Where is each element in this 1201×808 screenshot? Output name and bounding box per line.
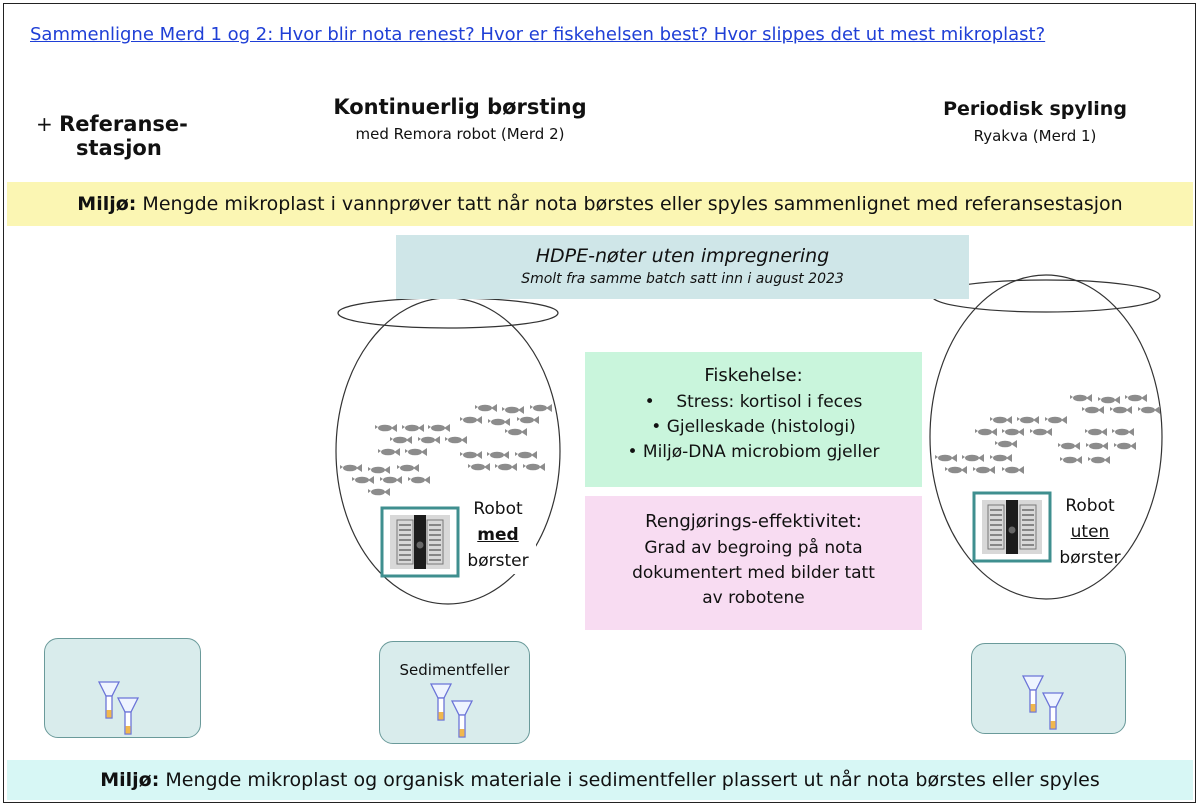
robot-label-merd2: Robot med børster	[460, 496, 536, 574]
reference-line1: Referanse-	[59, 112, 188, 136]
robot-label-merd1: Robot uten børster	[1052, 493, 1128, 571]
environment-label-top: Miljø:	[77, 193, 137, 215]
robot-label-line: Robot	[1065, 496, 1115, 516]
cage-merd1	[929, 274, 1163, 600]
merd2-heading: Kontinuerlig børsting med Remora robot (…	[300, 95, 620, 143]
sediment-tubes-reference-icon	[98, 681, 139, 735]
cleaning-line: Grad av begroing på nota	[644, 538, 863, 558]
merd1-subtitle: Ryakva (Merd 1)	[973, 127, 1097, 145]
hdpe-subtitle: Smolt fra samme batch satt inn i august …	[521, 271, 844, 287]
robot-label-line: børster	[1059, 548, 1121, 568]
fish-health-item: • Miljø-DNA microbiom gjeller	[627, 442, 880, 462]
fish-health-item-text: Miljø-DNA microbiom gjeller	[642, 442, 880, 462]
environment-text-bottom: Mengde mikroplast og organisk materiale …	[159, 769, 1100, 791]
robot-without-brushes-icon	[972, 491, 1052, 563]
robot-with-brushes-icon	[380, 506, 460, 578]
robot-label-emphasis: uten	[1070, 522, 1110, 542]
cleaning-efficiency-box: Rengjørings-effektivitet: Grad av begroi…	[585, 496, 922, 630]
fish-health-item: • Gjelleskade (histologi)	[651, 417, 856, 437]
sediment-tubes-merd2-icon	[430, 683, 473, 738]
environment-sediment-band: Miljø: Mengde mikroplast og organisk mat…	[7, 760, 1193, 800]
fish-health-title: Fiskehelse:	[704, 365, 803, 386]
cleaning-title: Rengjørings-effektivitet:	[645, 511, 862, 532]
fish-health-item: • Stress: kortisol i feces	[644, 392, 863, 412]
hdpe-title: HDPE-nøter uten impregnering	[535, 245, 830, 267]
slide-frame	[3, 3, 1196, 803]
hdpe-info-box: HDPE-nøter uten impregnering Smolt fra s…	[396, 235, 969, 299]
sediment-trap-merd1	[971, 643, 1126, 734]
cleaning-line: av robotene	[702, 588, 805, 608]
robot-label-line: Robot	[473, 499, 523, 519]
fish-health-item-text: Stress: kortisol i feces	[676, 392, 863, 412]
robot-label-line: børster	[467, 551, 529, 571]
merd2-subtitle: med Remora robot (Merd 2)	[355, 125, 565, 143]
plus-sign: +	[36, 112, 53, 136]
robot-label-emphasis: med	[477, 525, 519, 545]
reference-station-heading: + Referanse- stasjon	[36, 112, 216, 160]
title-link[interactable]: Sammenligne Merd 1 og 2: Hvor blir nota …	[30, 24, 1046, 45]
cleaning-line: dokumentert med bilder tatt	[632, 563, 875, 583]
reference-line2: stasjon	[76, 136, 162, 160]
fish-health-item-text: Gjelleskade (histologi)	[666, 417, 856, 437]
merd1-heading: Periodisk spyling Ryakva (Merd 1)	[900, 98, 1170, 145]
merd1-title: Periodisk spyling	[943, 98, 1127, 120]
sediment-trap-merd2: Sedimentfeller	[379, 641, 530, 744]
environment-text-top: Mengde mikroplast i vannprøver tatt når …	[136, 193, 1123, 215]
fish-health-box: Fiskehelse: • Stress: kortisol i feces •…	[585, 352, 922, 487]
environment-water-band: Miljø: Mengde mikroplast i vannprøver ta…	[7, 182, 1193, 226]
sediment-trap-reference	[44, 638, 201, 738]
merd2-title: Kontinuerlig børsting	[333, 95, 587, 119]
sediment-trap-label: Sedimentfeller	[399, 661, 510, 679]
sediment-tubes-merd1-icon	[1022, 675, 1064, 730]
environment-label-bottom: Miljø:	[100, 769, 160, 791]
